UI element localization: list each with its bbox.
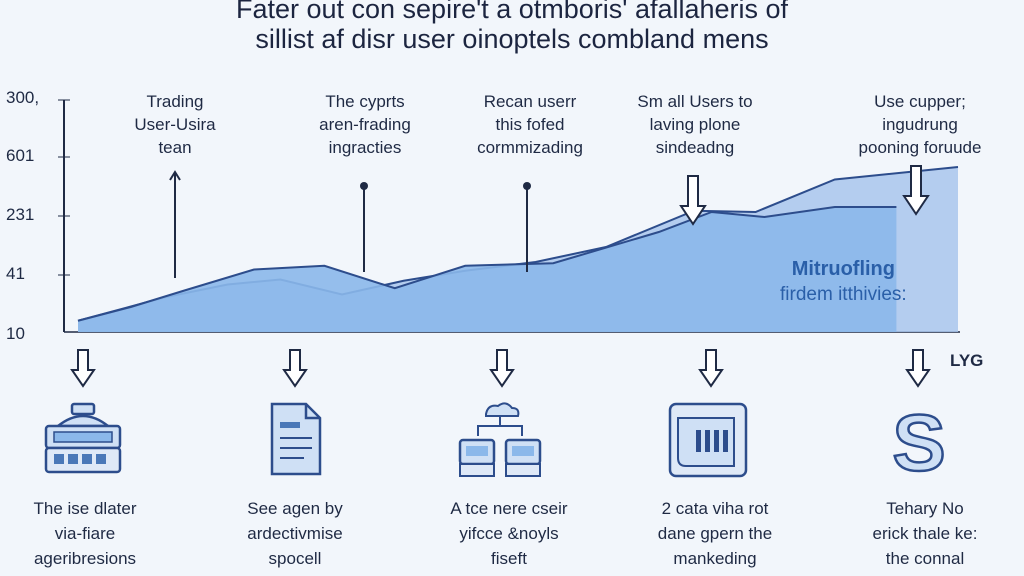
footer-line: fiseft [491,549,527,568]
footer-line: via-fiare [54,524,116,543]
footer-line: 2 cata viha rot [661,499,769,518]
series-label-line-2: firdem itthivies: [780,284,907,305]
annotation-3: Recan userr this fofed cormmizading [450,90,610,159]
terminal-scroll-icon [664,396,754,486]
footer-line: yifcce &noyls [459,524,559,543]
annotation-line: tean [158,138,192,157]
series-line-0 [77,206,897,322]
svg-text:S: S [892,398,945,486]
footer-caption-1: The ise dlater via-fiare ageribresions [10,496,160,571]
footer-line: the connal [885,549,965,568]
annotation-line: User-Usira [134,115,216,134]
footer-line: spocell [268,549,322,568]
y-tick-label: 300, [6,88,40,107]
series-label-line-1: Mitruofling [791,258,895,280]
server-rack-icon [38,396,128,486]
footer-line: Tehary No [886,499,964,518]
annotation-line: cormmizading [477,138,583,157]
annotation-1: Trading User-Usira tean [100,90,250,159]
network-devices-icon [452,396,542,486]
footer-line: ardectivmise [247,524,343,543]
y-tick-label: 601 [6,146,35,165]
title-line-2: sillist af disr user oinoptels combland … [255,24,769,54]
footer-caption-2: See agen by ardectivmise spocell [220,496,370,571]
annotation-2: The cyprts aren-frading ingracties [290,90,440,159]
annotation-line: Recan userr [483,92,577,111]
footer-line: The ise dlater [33,499,137,518]
annotation-5: Use cupper; ingudrung pooning foruude [830,90,1010,159]
chart-title: Fater out con sepire't a otmboris' afall… [0,0,1024,54]
footer-line: ageribresions [33,549,137,568]
annotation-line: Use cupper; [874,92,966,111]
down-arrow-2 [282,349,308,388]
annotation-line: Trading [146,92,204,111]
footer-line: See agen by [247,499,343,518]
footer-line: mankeding [673,549,757,568]
pointer-head-1 [169,170,181,181]
y-tick-label: 10 [6,324,25,343]
annotation-line: aren-frading [319,115,411,134]
series-label: Mitruofling firdem itthivies: [780,256,907,308]
down-arrow-3 [489,349,515,388]
down-arrow-1 [70,349,96,388]
x-axis-label: LYG [950,351,984,370]
y-tick-label: 41 [6,264,25,283]
area-series-0 [78,207,897,332]
pointer-arrow-4 [679,175,707,226]
annotation-line: ingracties [328,138,402,157]
y-tick-label: 231 [6,205,35,224]
annotation-line: The cyprts [325,92,405,111]
footer-caption-4: 2 cata viha rot dane gpern the mankeding [630,496,800,571]
footer-caption-3: A tce nere cseir yifcce &noyls fiseft [424,496,594,571]
pointer-dot-3 [523,182,531,190]
footer-line: erick thale ke: [872,524,978,543]
pointer-arrow-5 [902,165,930,216]
down-arrow-4 [698,349,724,388]
annotation-4: Sm all Users to laving plone sindeadng [610,90,780,159]
pointer-dot-2 [360,182,368,190]
dollar-s-icon: S [874,396,964,489]
annotation-line: sindeadng [655,138,735,157]
footer-caption-5: Tehary No erick thale ke: the connal [840,496,1010,571]
annotation-line: this fofed [495,115,565,134]
title-line-1: Fater out con sepire't a otmboris' afall… [235,0,789,24]
annotation-line: laving plone [649,115,741,134]
footer-line: A tce nere cseir [450,499,568,518]
annotation-line: pooning foruude [858,138,982,157]
document-icon [250,396,340,486]
down-arrow-5 [905,349,931,388]
annotation-line: ingudrung [882,115,958,134]
footer-line: dane gpern the [657,524,773,543]
annotation-line: Sm all Users to [637,92,753,111]
